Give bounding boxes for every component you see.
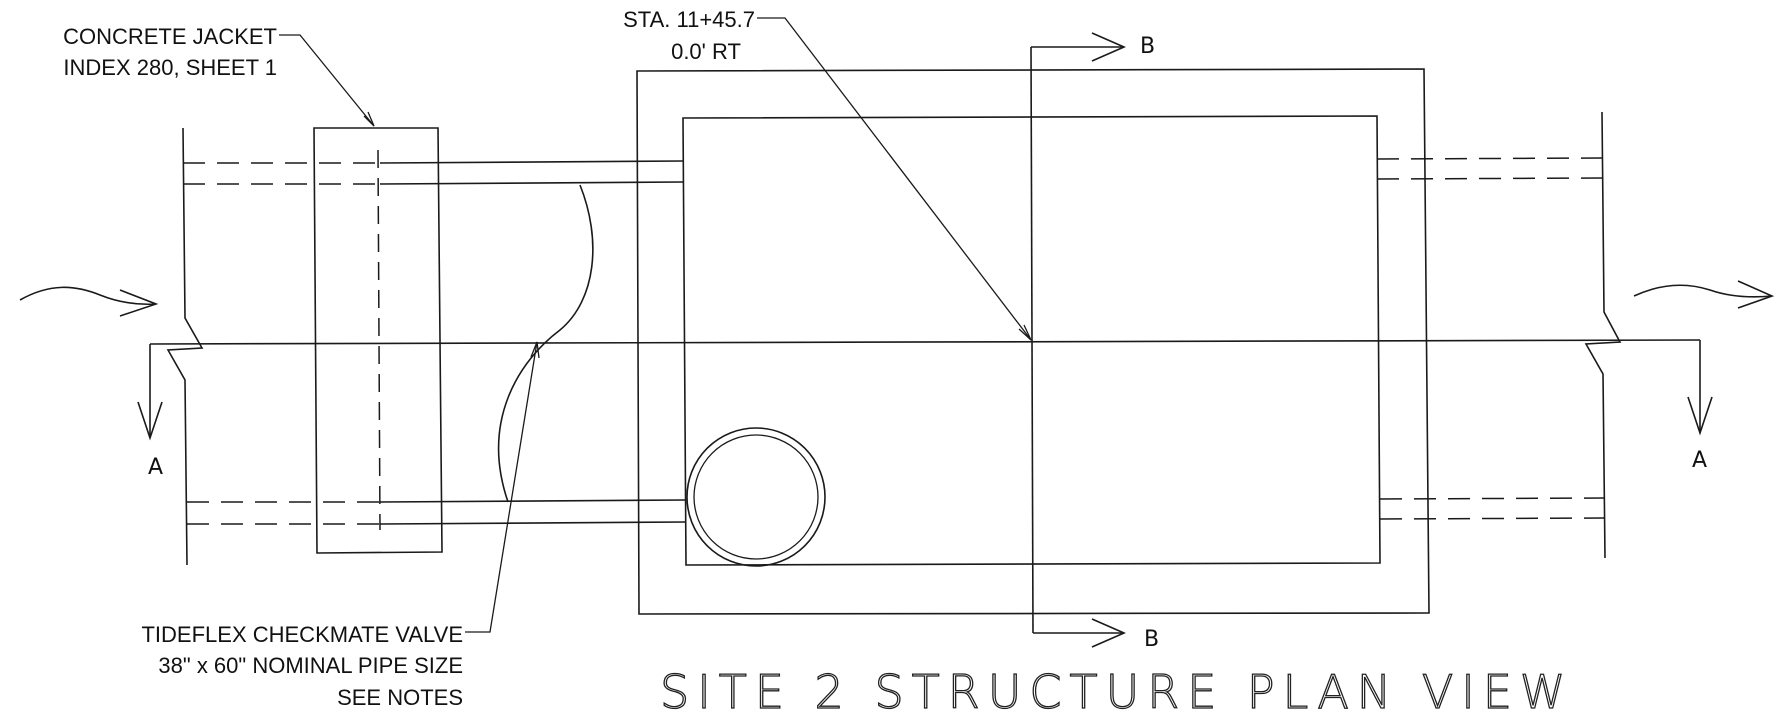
right-outlet-pipe xyxy=(1376,157,1606,520)
left-channel-bank xyxy=(166,127,204,566)
section-a-cut-line xyxy=(137,339,1713,441)
station-callout-line2: 0.0' RT xyxy=(671,39,741,64)
section-a-right-label: A xyxy=(1692,448,1707,473)
jacket-leader-arrow xyxy=(363,111,375,127)
jacket-leader-line xyxy=(279,34,375,127)
drawing-title: SITE 2 STRUCTURE PLAN VIEW xyxy=(660,665,1573,715)
outflow-arrow xyxy=(1633,280,1775,309)
outer-structure-wall xyxy=(636,68,1430,615)
valve-callout-line3: SEE NOTES xyxy=(337,685,463,710)
manhole-opening xyxy=(686,427,826,567)
concrete-jacket xyxy=(313,127,443,554)
valve-leader-line xyxy=(465,341,538,633)
section-b-cut-line xyxy=(1030,32,1126,648)
section-b-bottom-label: B xyxy=(1144,627,1159,652)
jacket-callout-line2: INDEX 280, SHEET 1 xyxy=(63,55,277,80)
station-callout-line1: STA. 11+45.7 xyxy=(623,7,755,32)
valve-callout-line1: TIDEFLEX CHECKMATE VALVE xyxy=(141,622,463,647)
inflow-arrow xyxy=(19,286,159,317)
right-channel-bank xyxy=(1584,111,1622,559)
station-leader-line xyxy=(757,17,1032,341)
valve-callout-line2: 38" x 60" NOMINAL PIPE SIZE xyxy=(158,653,463,678)
section-a-left-label: A xyxy=(148,455,163,480)
valve-leader-arrow xyxy=(530,341,540,359)
station-leader-arrow xyxy=(1018,324,1032,341)
jacket-callout-line1: CONCRETE JACKET xyxy=(63,24,277,49)
inner-structure-wall xyxy=(682,115,1381,566)
checkmate-valve-flap xyxy=(498,184,594,503)
left-culvert-pipe xyxy=(183,160,687,525)
section-b-top-label: B xyxy=(1140,34,1155,59)
